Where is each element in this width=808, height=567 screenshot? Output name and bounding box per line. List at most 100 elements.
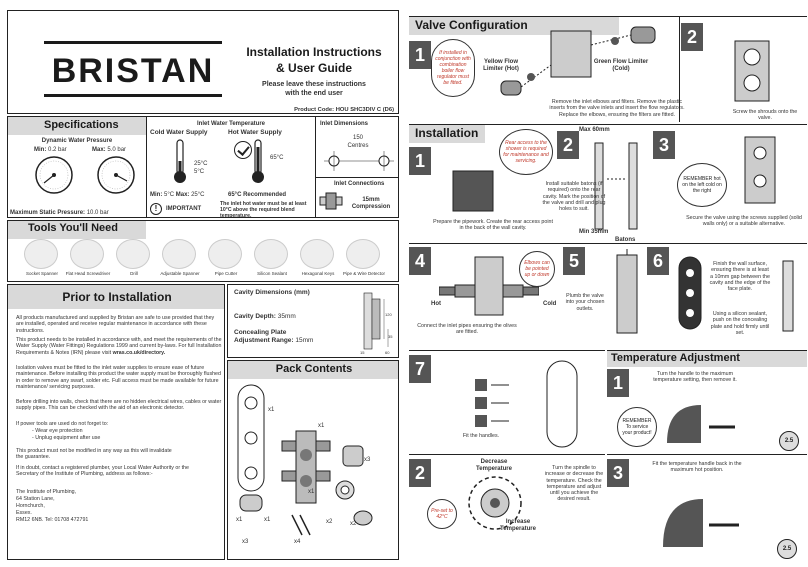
divider	[679, 17, 680, 122]
inlet-conn-value: 15mm Compression	[351, 197, 391, 210]
green-limiter-label: Green Flow Limiter (Cold)	[593, 59, 649, 72]
cold-supply-label: Cold Water Supply	[150, 129, 208, 136]
remember-service-text: REMEMBER To service your product!	[622, 418, 652, 436]
dim-centres: Centres	[347, 143, 369, 149]
min-pressure: Min: 0.2 bar	[34, 147, 67, 154]
range-value: 15mm	[295, 337, 314, 344]
cavity-depth-label: Cavity Depth:	[234, 313, 276, 320]
hex-size: 2.5	[784, 438, 794, 444]
divider	[409, 243, 807, 244]
cavity-depth-value: 35mm	[277, 313, 296, 320]
hex-key-badge: 2.5	[779, 431, 799, 451]
valve-config-diagram	[500, 26, 656, 96]
cold-t2: 5°C	[194, 169, 205, 175]
max-static-value: 10.0 bar	[86, 210, 109, 216]
tool-pipe-wire-detector-icon	[346, 239, 380, 269]
hot-check-icon	[234, 141, 252, 159]
dim-120: 120	[385, 312, 392, 317]
spindle-diagram	[468, 476, 522, 530]
fixing-screws-image	[291, 514, 311, 536]
hot-t: 65°C	[270, 155, 284, 161]
inlet-pipes-diagram	[439, 256, 539, 316]
face-plate-fit-diagram	[678, 256, 702, 330]
remember-text: REMEMBER hot on the left cold on the rig…	[682, 176, 722, 194]
install-step-7-text: Fit the handles.	[462, 433, 500, 439]
tool-socket-spanner-icon	[24, 239, 58, 269]
temp-step-3: 3	[607, 459, 629, 487]
pack-qty-label: x1	[264, 517, 271, 523]
temp-heading: Temperature Adjustment	[611, 352, 740, 364]
range-label-2: Adjustment Range: 15mm	[234, 337, 313, 344]
handle-refit-diagram	[663, 499, 739, 547]
inlet-dims-label: Inlet Dimensions	[320, 121, 369, 127]
batons-label: Batons	[615, 237, 636, 243]
max-60: Max 60mm	[579, 127, 610, 133]
pipework-diagram	[452, 170, 494, 212]
inlet-conn-label: Inlet Connections	[334, 181, 385, 187]
elbow-image	[239, 494, 263, 512]
prior-p5b: - Unplug equipment after use	[32, 435, 101, 441]
tool-pipe-cutter-icon	[208, 239, 242, 269]
pack-qty-label: x1	[236, 517, 243, 523]
tool-label: Socket Spanner	[25, 271, 59, 276]
prior-header-bar	[8, 285, 224, 309]
addr-5: RM12 6NB. Tel: 01708 472791	[16, 517, 89, 523]
specs-panel: Specifications Dynamic Water Pressure Mi…	[7, 116, 399, 218]
dim-150: 150	[352, 135, 363, 141]
important-icon: !	[150, 203, 162, 215]
addr-4: Essex.	[16, 510, 32, 516]
install-step-4-text: Connect the inlet pipes ensuring the oli…	[417, 323, 517, 336]
tools-heading: Tools You'll Need	[28, 222, 119, 234]
dim-15: 15	[360, 350, 365, 355]
increase-label: Increase Temperature	[500, 519, 536, 532]
max-value: 5.0 bar	[107, 147, 127, 153]
pack-qty-label: x3	[364, 457, 371, 463]
max-static-label: Maximum Static Pressure:	[10, 210, 86, 216]
batons-diagram	[594, 142, 638, 230]
right-page: Valve Configuration 1 If installed in co…	[404, 0, 808, 567]
wras-link[interactable]: wras.co.uk/directory.	[112, 349, 166, 356]
product-code: Product Code: HOU SHC3DIV C (D6)	[294, 107, 394, 113]
pack-panel: Pack Contents	[227, 360, 399, 560]
install-step-7: 7	[409, 355, 431, 383]
tool-drill-icon	[116, 239, 150, 269]
hex-size-2: 2.5	[782, 546, 792, 552]
remember-bubble: REMEMBER hot on the left cold on the rig…	[677, 163, 727, 207]
cold-t1: 25°C	[194, 161, 208, 167]
prior-p7: If in doubt, contact a registered plumbe…	[16, 465, 189, 478]
tool-silicon-sealant-icon	[254, 239, 288, 269]
installation-panel: Installation Rear access to the shower i…	[409, 124, 807, 346]
pack-qty-label: x1	[268, 407, 275, 413]
install-step-3-text: Secure the valve using the screws suppli…	[686, 215, 802, 228]
hot-label: Hot	[431, 301, 441, 307]
min-label: Min:	[34, 147, 47, 153]
decrease-label: Decrease Temperature	[476, 459, 512, 472]
hot-thermometer-icon	[252, 139, 264, 183]
brand-name: BRISTAN	[51, 52, 215, 90]
sealant-gun-icon	[782, 260, 794, 332]
addr-2: 64 Station Lane,	[16, 496, 55, 502]
important-label: IMPORTANT	[166, 206, 202, 212]
install-important-bubble: Rear access to the shower is required fo…	[499, 129, 553, 175]
handle-image	[342, 445, 364, 467]
valve-step-1-text: Remove the inlet elbows and filters. Rem…	[549, 99, 685, 118]
remember-service-bubble: REMEMBER To service your product!	[617, 407, 657, 447]
shroud-image	[335, 480, 355, 500]
hot-recommended: 65°C Recommended	[228, 192, 287, 198]
left-page: BRISTAN Installation Instructions & User…	[0, 0, 404, 567]
doc-title-1: Installation Instructions	[246, 45, 382, 59]
max-static: Maximum Static Pressure: 10.0 bar	[10, 210, 146, 217]
prior-p5a: - Wear eye protection	[32, 428, 83, 434]
min-35: Min 35mm	[579, 229, 609, 235]
dim-60: 60	[385, 350, 390, 355]
tool-label: Drill	[130, 271, 138, 276]
valve-important-bubble: If installed in conjunction with combina…	[431, 39, 475, 97]
cold-label: Cold	[543, 301, 557, 307]
install-step-4: 4	[409, 247, 431, 275]
step7-panel: 7 Fit the handles.	[409, 350, 605, 452]
prior-panel: Prior to Installation All products manuf…	[7, 284, 225, 560]
addr-1: The Institute of Plumbing,	[16, 489, 77, 495]
handle-remove-diagram	[667, 405, 735, 443]
preset-text: Pre-set to 42°C	[431, 508, 453, 520]
specs-heading: Specifications	[44, 119, 119, 131]
